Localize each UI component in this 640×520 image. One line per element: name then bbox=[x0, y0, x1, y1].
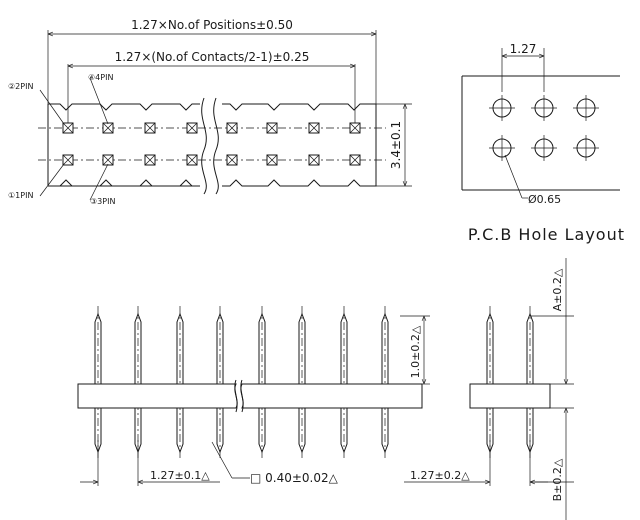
pcb-hole bbox=[573, 135, 599, 161]
pin-square-dimension: □ 0.40±0.02△ bbox=[250, 471, 339, 485]
hole-diameter-label: Ø0.65 bbox=[528, 193, 561, 206]
top-pin bbox=[226, 154, 238, 166]
side-pitch-dimension: 1.27±0.2△ bbox=[410, 469, 470, 482]
break-line-left bbox=[201, 97, 207, 195]
upper-length-dimension: 1.0±0.2△ bbox=[409, 325, 422, 378]
contacts-dimension: 1.27×(No.of Contacts/2-1)±0.25 bbox=[115, 50, 310, 64]
front-pin bbox=[94, 306, 102, 460]
top-pin bbox=[62, 154, 74, 166]
top-view: 1.27×No.of Positions±0.50 1.27×(No.of Co… bbox=[8, 18, 412, 206]
side-view: A±0.2△ B±0.2△ 1.27±0.2△ bbox=[404, 258, 574, 520]
top-pin bbox=[226, 122, 238, 134]
top-pin bbox=[308, 154, 320, 166]
front-pin bbox=[298, 306, 306, 460]
front-pitch-dimension: 1.27±0.1△ bbox=[150, 469, 210, 482]
top-pin bbox=[349, 122, 361, 134]
pcb-pitch-label: 1.27 bbox=[510, 42, 537, 56]
top-pin-row-lower bbox=[62, 154, 361, 166]
front-pin bbox=[216, 306, 224, 460]
break-line-right bbox=[213, 97, 219, 195]
pin1-label: ①1PIN bbox=[8, 191, 33, 200]
pcb-hole-layout: 1.27 Ø0.65 P.C.B Hole Layout bbox=[461, 42, 625, 244]
front-pin bbox=[340, 306, 348, 460]
pcb-holes bbox=[489, 95, 599, 161]
side-pin bbox=[526, 306, 534, 460]
top-pin bbox=[62, 122, 74, 134]
pcb-hole bbox=[573, 95, 599, 121]
top-pin bbox=[102, 154, 114, 166]
top-pin bbox=[266, 154, 278, 166]
front-pin bbox=[134, 306, 142, 460]
pin2-label: ②2PIN bbox=[8, 82, 33, 91]
housing-outline-left bbox=[48, 103, 200, 187]
top-pin bbox=[186, 122, 198, 134]
front-body bbox=[77, 383, 238, 409]
pcb-hole bbox=[489, 95, 515, 121]
pcb-layout-title: P.C.B Hole Layout bbox=[468, 225, 625, 244]
side-body bbox=[469, 383, 551, 409]
front-pin bbox=[176, 306, 184, 460]
pcb-hole bbox=[489, 135, 515, 161]
dimension-b: B±0.2△ bbox=[551, 458, 564, 501]
height-dimension: 3.4±0.1 bbox=[389, 121, 403, 169]
front-pin bbox=[381, 306, 389, 460]
pcb-hole bbox=[531, 95, 557, 121]
pin4-label: ④4PIN bbox=[88, 73, 113, 82]
top-pin bbox=[266, 122, 278, 134]
front-pin bbox=[258, 306, 266, 460]
pin3-label: ③3PIN bbox=[90, 197, 115, 206]
side-pins bbox=[486, 306, 534, 460]
top-pin bbox=[186, 154, 198, 166]
positions-dimension: 1.27×No.of Positions±0.50 bbox=[131, 18, 293, 32]
top-pin bbox=[144, 154, 156, 166]
housing-outline-right bbox=[222, 103, 377, 187]
front-pins bbox=[94, 306, 389, 460]
top-pin bbox=[308, 122, 320, 134]
side-pin bbox=[486, 306, 494, 460]
pcb-hole bbox=[531, 135, 557, 161]
top-pin bbox=[102, 122, 114, 134]
front-view: 1.0±0.2△ 1.27±0.1△ □ 0.40±0.02△ bbox=[77, 306, 430, 486]
dimension-a: A±0.2△ bbox=[551, 268, 564, 311]
top-pin bbox=[144, 122, 156, 134]
top-pin bbox=[349, 154, 361, 166]
top-pin-row-upper bbox=[62, 122, 361, 134]
